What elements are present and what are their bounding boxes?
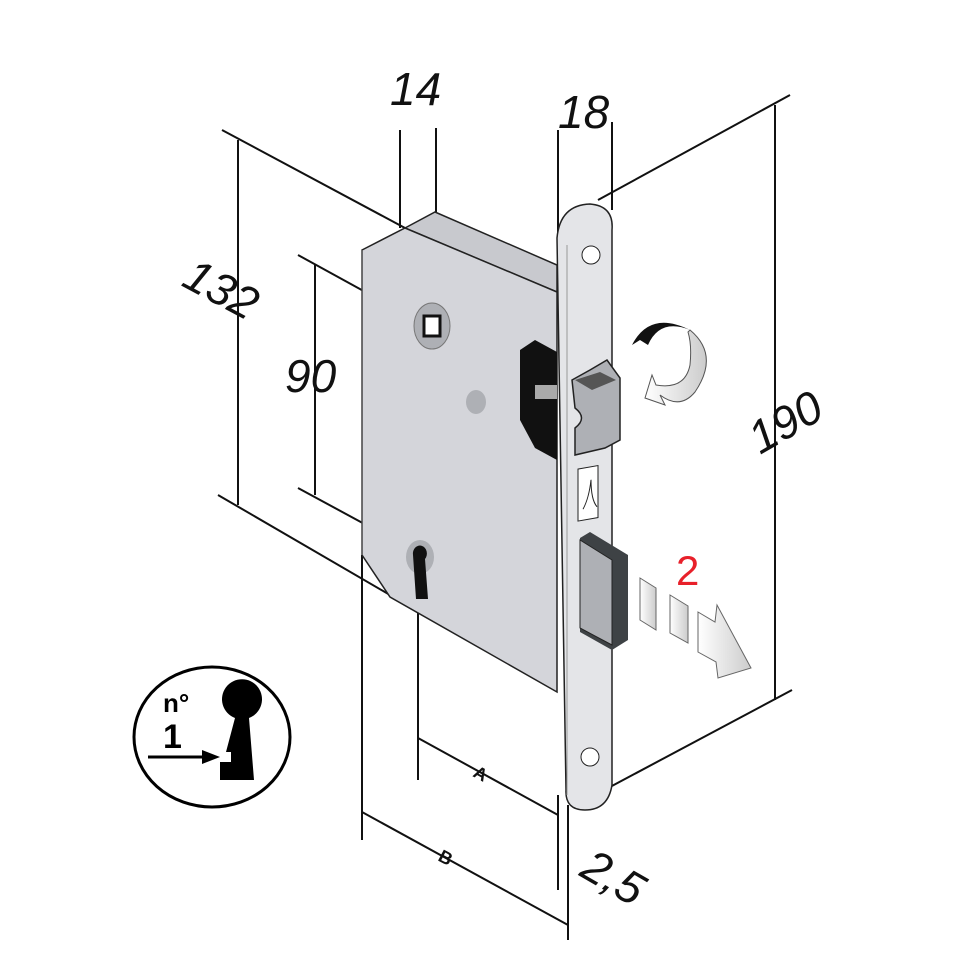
deadbolt-throw-arrow-icon — [639, 577, 752, 679]
keyhole — [406, 540, 434, 599]
reversible-latch-arrow-icon — [632, 322, 707, 406]
deadbolt — [579, 532, 628, 650]
latch-mechanism-inner — [535, 385, 557, 399]
faceplate — [556, 203, 613, 811]
dim-backset-a: A — [470, 762, 491, 786]
dim-case-height: 132 — [175, 248, 267, 330]
lock-case — [361, 211, 558, 694]
dim-backset-b: B — [435, 846, 456, 870]
key-badge-prefix: n° — [163, 688, 189, 718]
latch-bolt — [571, 359, 621, 456]
deadbolt-step-label: 2 — [676, 547, 699, 594]
dimension-lines — [217, 94, 793, 940]
spindle-hole — [413, 302, 451, 350]
dim-case-depth: 14 — [390, 63, 441, 115]
key-type-badge: n° 1 — [132, 665, 292, 809]
latch-mechanism — [520, 340, 557, 460]
dim-faceplate-height: 190 — [739, 380, 832, 464]
keyhole-icon — [220, 679, 262, 780]
dim-faceplate-width: 18 — [558, 86, 610, 138]
screw-hole — [466, 390, 486, 414]
dim-faceplate-thickness: 2,5 — [572, 838, 655, 916]
key-badge-number: 1 — [163, 718, 182, 756]
dim-center-distance: 90 — [285, 350, 337, 402]
